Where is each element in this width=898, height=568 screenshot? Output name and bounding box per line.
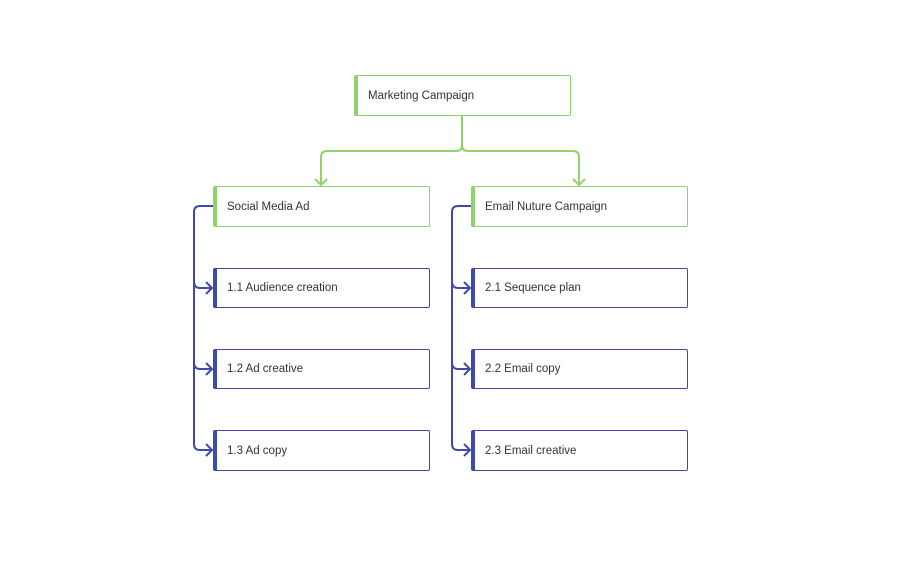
task-connector-1-1	[193, 280, 212, 289]
task-node-2-1[interactable]: 2.1 Sequence plan	[471, 268, 688, 308]
task-arrow-2-1	[463, 281, 472, 295]
task-node-2-2[interactable]: 2.2 Email copy	[471, 349, 688, 389]
root-connector-trunk	[320, 116, 463, 185]
task-arrow-2-2	[463, 362, 472, 376]
arrow-head-social	[314, 178, 328, 187]
branch-node-email-nuture-campaign[interactable]: Email Nuture Campaign	[471, 186, 688, 227]
arrow-head-email	[572, 178, 586, 187]
task-node-1-2[interactable]: 1.2 Ad creative	[213, 349, 430, 389]
branch-connector-social	[193, 205, 213, 451]
task-connector-2-2	[451, 361, 470, 370]
task-node-label: 2.1 Sequence plan	[485, 282, 581, 294]
branch-node-social-media-ad[interactable]: Social Media Ad	[213, 186, 430, 227]
task-connector-2-1	[451, 280, 470, 289]
task-node-1-3[interactable]: 1.3 Ad copy	[213, 430, 430, 471]
root-node[interactable]: Marketing Campaign	[354, 75, 571, 116]
branch-node-label: Social Media Ad	[227, 200, 310, 213]
task-node-label: 2.2 Email copy	[485, 363, 561, 375]
task-node-2-3[interactable]: 2.3 Email creative	[471, 430, 688, 471]
task-arrow-1-3	[205, 443, 214, 457]
task-arrow-1-1	[205, 281, 214, 295]
task-node-1-1[interactable]: 1.1 Audience creation	[213, 268, 430, 308]
root-node-label: Marketing Campaign	[368, 89, 475, 102]
task-connector-1-2	[193, 361, 212, 370]
task-arrow-2-3	[463, 443, 472, 457]
task-node-label: 1.2 Ad creative	[227, 363, 304, 375]
task-node-label: 1.1 Audience creation	[227, 282, 338, 294]
root-connector-right	[461, 144, 580, 185]
branch-connector-email	[451, 205, 471, 451]
task-node-label: 2.3 Email creative	[485, 444, 577, 457]
task-arrow-1-2	[205, 362, 214, 376]
branch-node-label: Email Nuture Campaign	[485, 200, 608, 213]
task-node-label: 1.3 Ad copy	[227, 444, 288, 457]
